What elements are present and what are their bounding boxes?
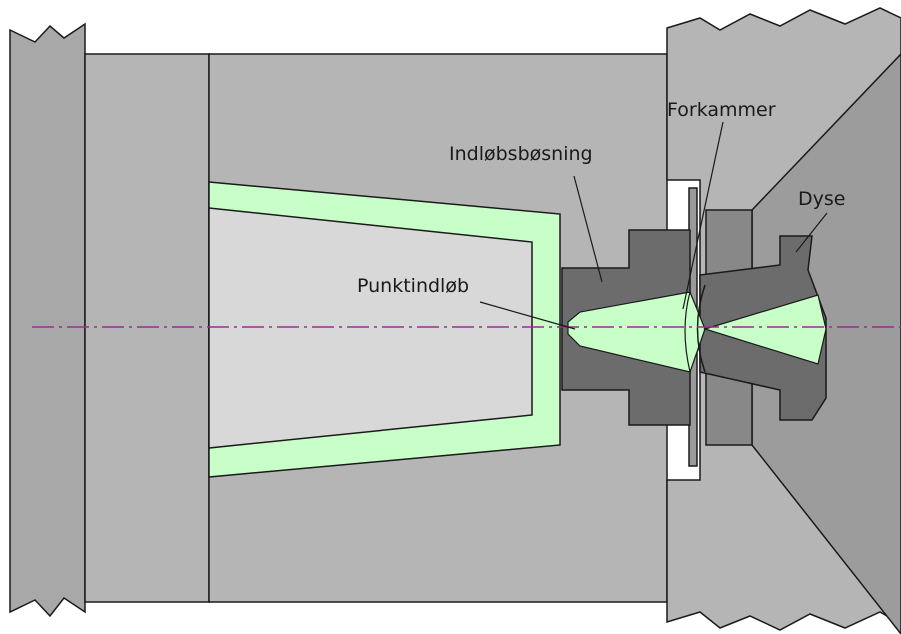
- label-prechamber: Forkammer: [667, 99, 776, 121]
- pin-gate-leader: [479, 301, 576, 330]
- nozzle-leader: [795, 212, 828, 253]
- outer-plate: [84, 53, 210, 603]
- prechamber-leader: [682, 121, 724, 310]
- nozzle-curve: [696, 284, 706, 373]
- nozzle-melt: [702, 294, 827, 365]
- mold-core: [208, 207, 533, 449]
- label-inlet-bushing: Indløbsbøsning: [449, 143, 593, 165]
- label-pin-gate: Punktindløb: [357, 275, 469, 297]
- inlet-bushing-leader: [573, 175, 603, 283]
- left-edge-plate: [9, 22, 86, 618]
- label-nozzle: Dyse: [798, 188, 845, 210]
- prechamber-melt: [684, 290, 706, 375]
